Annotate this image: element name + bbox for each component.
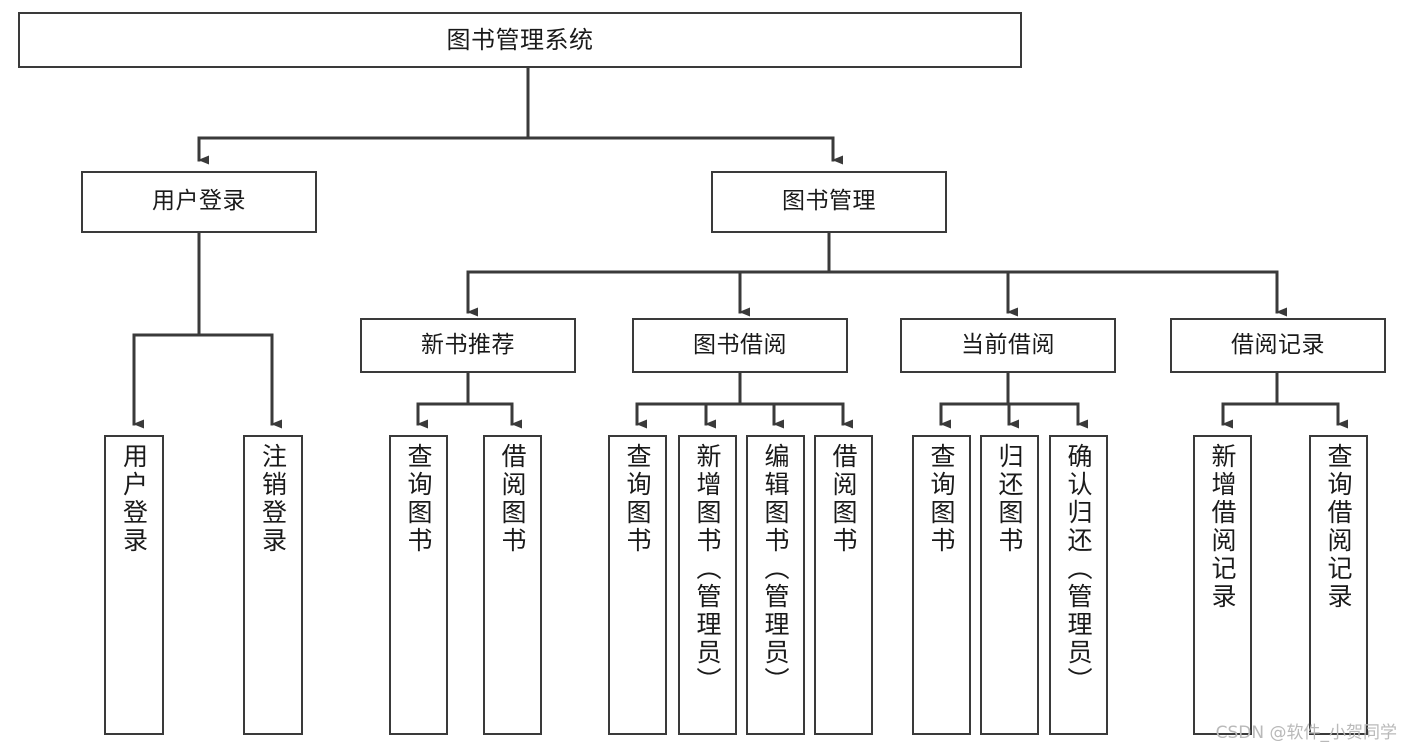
node-leaf-add-borrow-record[interactable]: 新增借阅记录 <box>1193 435 1252 735</box>
node-label: 图书管理 <box>782 188 876 215</box>
node-leaf-borrow-book[interactable]: 借阅图书 <box>814 435 873 735</box>
node-label: 查询图书 <box>623 443 652 555</box>
node-new-book-recommendation[interactable]: 新书推荐 <box>360 318 576 373</box>
node-current-borrow[interactable]: 当前借阅 <box>900 318 1116 373</box>
node-book-borrow[interactable]: 图书借阅 <box>632 318 848 373</box>
node-leaf-query-book-new-book[interactable]: 查询图书 <box>389 435 448 735</box>
node-label: 确认归还（管理员） <box>1064 443 1093 695</box>
node-label: 图书借阅 <box>693 331 787 358</box>
node-user-login[interactable]: 用户登录 <box>81 171 317 233</box>
node-leaf-query-book-current[interactable]: 查询图书 <box>912 435 971 735</box>
node-leaf-query-borrow-record[interactable]: 查询借阅记录 <box>1309 435 1368 735</box>
node-label: 查询图书 <box>927 443 956 555</box>
node-leaf-return-book[interactable]: 归还图书 <box>980 435 1039 735</box>
node-label: 编辑图书（管理员） <box>761 443 790 695</box>
node-leaf-query-book-borrow[interactable]: 查询图书 <box>608 435 667 735</box>
node-label: 图书管理系统 <box>446 25 594 54</box>
node-label: 新增图书（管理员） <box>693 443 722 695</box>
node-label: 借阅图书 <box>829 443 858 555</box>
node-root-book-management-system[interactable]: 图书管理系统 <box>18 12 1022 68</box>
node-label: 用户登录 <box>152 188 246 215</box>
node-leaf-user-login[interactable]: 用户登录 <box>104 435 164 735</box>
node-leaf-borrow-book-new-book[interactable]: 借阅图书 <box>483 435 542 735</box>
node-label: 新增借阅记录 <box>1208 443 1237 611</box>
node-label: 新书推荐 <box>421 331 515 358</box>
node-leaf-add-book-admin[interactable]: 新增图书（管理员） <box>678 435 737 735</box>
watermark-text: CSDN @软件_小贺同学 <box>1215 723 1397 743</box>
node-label: 用户登录 <box>119 443 149 555</box>
node-label: 借阅图书 <box>498 443 527 555</box>
node-leaf-confirm-return-admin[interactable]: 确认归还（管理员） <box>1049 435 1108 735</box>
node-label: 归还图书 <box>995 443 1024 555</box>
node-leaf-user-logout[interactable]: 注销登录 <box>243 435 303 735</box>
node-label: 当前借阅 <box>961 331 1055 358</box>
node-label: 查询借阅记录 <box>1324 443 1353 611</box>
node-label: 借阅记录 <box>1231 331 1325 358</box>
node-book-management[interactable]: 图书管理 <box>711 171 947 233</box>
node-leaf-edit-book-admin[interactable]: 编辑图书（管理员） <box>746 435 805 735</box>
node-borrow-record[interactable]: 借阅记录 <box>1170 318 1386 373</box>
node-label: 查询图书 <box>404 443 433 555</box>
node-label: 注销登录 <box>258 443 288 555</box>
